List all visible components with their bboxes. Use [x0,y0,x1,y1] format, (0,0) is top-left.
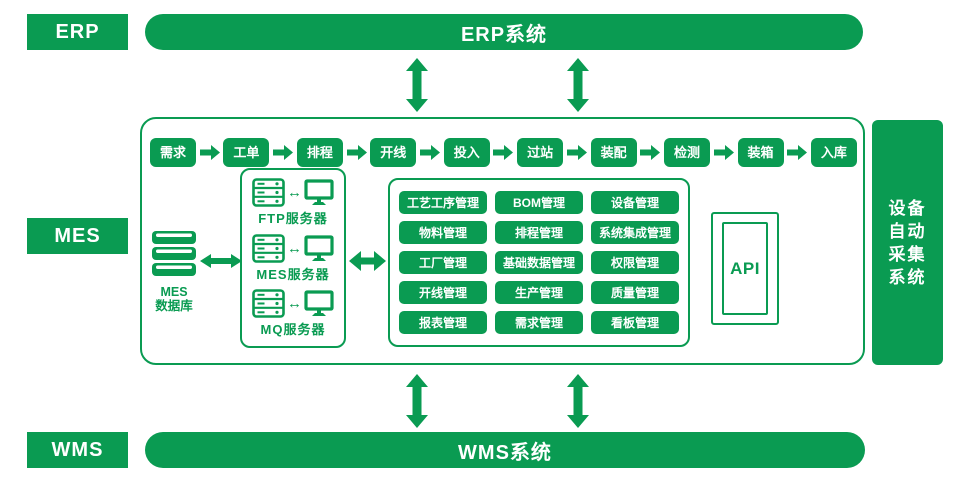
module-item: 工艺工序管理 [399,191,487,214]
server-row-mes: ↔ MES服务器 [252,233,334,283]
module-item: 开线管理 [399,281,487,304]
wms-system-bar: WMS系统 [145,432,865,468]
module-item: 报表管理 [399,311,487,334]
monitor-icon [304,234,334,261]
monitor-icon [304,179,334,206]
module-item: 看板管理 [591,311,679,334]
server-module-arrow-icon [349,251,386,271]
flow-step: 装箱 [737,138,784,167]
server-icon [252,288,285,318]
module-item: 系统集成管理 [591,221,679,244]
server-monitor-link-icon: ↔ [287,294,302,312]
flow-arrow-icon [566,145,587,160]
flow-arrow-icon [420,145,441,160]
flow-step: 排程 [296,138,343,167]
module-item: 需求管理 [495,311,583,334]
device-bar-line: 采集 [888,244,927,264]
server-monitor-link-icon: ↔ [287,184,302,202]
server-row-mq: ↔ MQ服务器 [252,288,334,338]
flow-arrow-icon [273,145,294,160]
module-item: 物料管理 [399,221,487,244]
server-group: ↔ FTP服务器 ↔ [240,168,346,348]
erp-mes-arrow-icon [567,58,589,112]
module-grid: 工艺工序管理 BOM管理 设备管理 物料管理 排程管理 系统集成管理 工厂管理 … [388,178,690,347]
module-item: BOM管理 [495,191,583,214]
wms-tier-label: WMS [27,432,128,468]
server-label: MES服务器 [256,266,330,282]
device-bar-line: 设备 [888,198,927,218]
server-row-ftp: ↔ FTP服务器 [252,178,334,227]
module-item: 质量管理 [591,281,679,304]
erp-mes-arrow-icon [406,58,428,112]
flow-step: 需求 [150,138,196,167]
server-icon [252,233,285,263]
database-icon [152,231,196,276]
module-item: 权限管理 [591,251,679,274]
flow-step: 装配 [590,138,637,167]
erp-system-bar: ERP系统 [145,14,863,50]
flow-step: 入库 [810,138,857,167]
monitor-icon [304,290,334,316]
server-label: MQ服务器 [260,321,326,337]
flow-step: 投入 [443,138,490,167]
erp-tier-label: ERP [27,14,128,50]
database-label: MES 数据库 [155,285,193,313]
flow-arrow-icon [199,145,220,160]
mes-database: MES 数据库 [151,231,197,313]
module-item: 工厂管理 [399,251,487,274]
db-server-arrow-icon [200,254,242,268]
flow-step: 检测 [664,138,711,167]
flow-step: 过站 [517,138,564,167]
server-label: FTP服务器 [258,211,328,227]
device-bar-line: 系统 [888,267,927,287]
mes-tier-label: MES [27,218,128,254]
mes-wms-arrow-icon [406,374,428,428]
flow-arrow-icon [640,145,661,160]
server-monitor-link-icon: ↔ [287,239,302,257]
flow-arrow-icon [787,145,808,160]
flow-arrow-icon [713,145,734,160]
flow-step: 开线 [370,138,417,167]
flow-arrow-icon [493,145,514,160]
device-bar-line: 自动 [888,221,927,241]
module-item: 生产管理 [495,281,583,304]
device-collection-bar: 设备 自动 采集 系统 [872,120,943,365]
flow-arrow-icon [346,145,367,160]
server-icon [252,178,285,208]
process-flow: 需求 工单 排程 开线 投入 过站 装配 检测 装箱 入库 [150,138,857,167]
module-item: 排程管理 [495,221,583,244]
api-label: API [722,222,768,315]
module-item: 基础数据管理 [495,251,583,274]
mes-wms-arrow-icon [567,374,589,428]
api-box: API [711,212,779,325]
flow-step: 工单 [223,138,270,167]
module-item: 设备管理 [591,191,679,214]
